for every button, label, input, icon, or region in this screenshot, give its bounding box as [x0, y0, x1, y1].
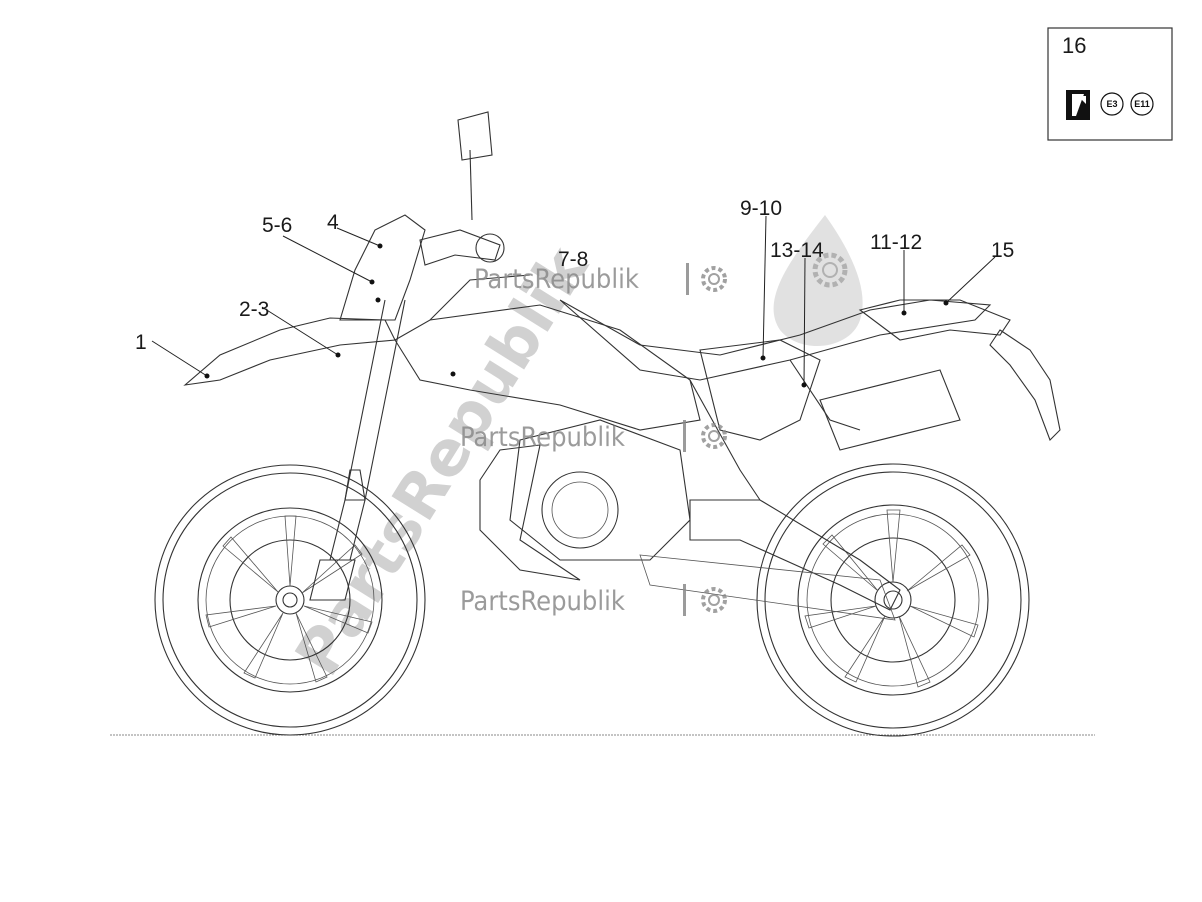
cert-badge-e3: E3 — [1100, 92, 1124, 116]
decal-point-15 — [943, 300, 949, 306]
headlight-fairing — [339, 214, 426, 321]
watermark-brand-2: PartsRepublik — [460, 420, 727, 453]
callout-4: 4 — [327, 211, 339, 234]
callout-7-8: 7-8 — [558, 248, 588, 271]
diagonal-watermark: PartsRepublik — [281, 233, 603, 688]
swingarm — [639, 499, 901, 621]
handlebar — [419, 229, 505, 266]
rear-wheel — [756, 463, 1030, 737]
inset-label: 16 — [1062, 33, 1086, 58]
callout-9-10: 9-10 — [740, 197, 782, 220]
frame — [429, 274, 861, 501]
watermark-brand-3: PartsRepublik — [460, 584, 727, 617]
watermark-text-2: PartsRepublik — [460, 422, 625, 453]
piaggio-logo-icon — [1066, 90, 1090, 120]
decal-point-2-3 — [335, 352, 341, 358]
front-fender — [183, 317, 396, 386]
watermark-diagonal-text: PartsRepublik — [281, 233, 603, 688]
front-fork — [309, 299, 406, 601]
callout-leaders — [151, 215, 996, 388]
inset-frame — [1047, 27, 1173, 141]
callout-1: 1 — [135, 331, 147, 354]
callout-5-6: 5-6 — [262, 214, 292, 237]
cert-e3-text: E3 — [1106, 99, 1117, 109]
mirror — [457, 111, 493, 221]
decal-point-11-12 — [901, 310, 907, 316]
rear-fender — [989, 329, 1061, 441]
fuel-tank-panel — [394, 304, 701, 431]
tail-section — [858, 299, 1011, 341]
seat — [559, 299, 992, 381]
decal-point-9-10 — [760, 355, 766, 361]
decal-point-4 — [377, 243, 383, 249]
callout-13-14: 13-14 — [770, 239, 824, 262]
watermark-brand-1: PartsRepublik — [474, 263, 727, 295]
decal-point-5-6 — [369, 279, 375, 285]
cert-badge-e11: E11 — [1130, 92, 1154, 116]
callout-11-12: 11-12 — [870, 231, 922, 254]
watermark-text-3: PartsRepublik — [460, 586, 625, 617]
callout-2-3: 2-3 — [239, 298, 269, 321]
front-wheel — [154, 464, 426, 736]
exhaust-muffler — [819, 369, 961, 451]
gear-icon — [701, 266, 727, 292]
callout-15: 15 — [991, 239, 1014, 262]
engine — [479, 419, 691, 581]
decal-point-13-14 — [801, 382, 807, 388]
decal-point-1 — [204, 373, 210, 379]
decal-point-7-8 — [450, 371, 456, 377]
rear-side-cover — [699, 339, 821, 441]
cert-e11-text: E11 — [1134, 99, 1150, 109]
watermark-text-1: PartsRepublik — [474, 264, 639, 295]
gear-icon — [701, 587, 727, 613]
gear-icon — [701, 423, 727, 449]
watermark-gear-large — [812, 252, 848, 288]
inset-box-16: 16 E3 E11 — [1047, 27, 1173, 141]
